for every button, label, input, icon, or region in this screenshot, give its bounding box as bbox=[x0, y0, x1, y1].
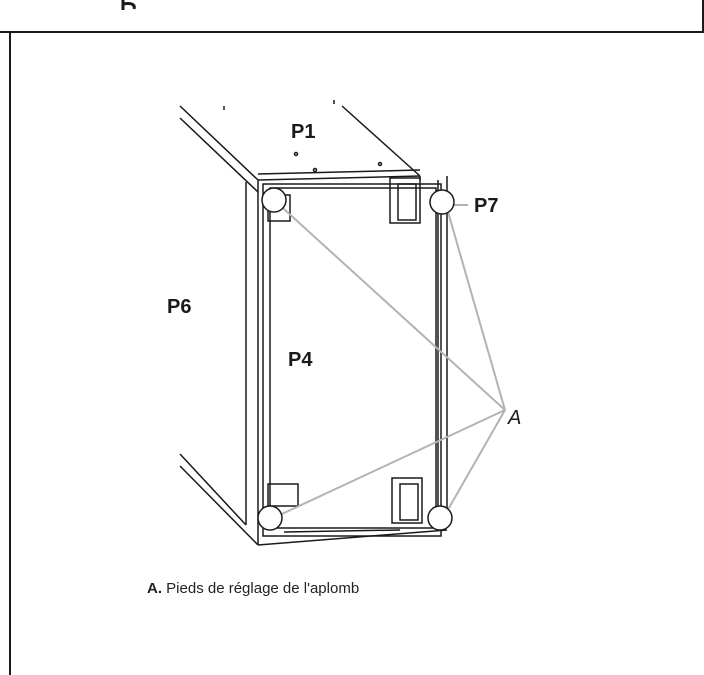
label-p6: P6 bbox=[167, 296, 191, 318]
leveling-foot-front-top bbox=[261, 187, 287, 213]
cabinet-outline bbox=[179, 100, 448, 546]
caption-key: A. bbox=[147, 580, 162, 597]
label-p1: P1 bbox=[291, 121, 315, 143]
leveling-foot-back-top bbox=[429, 189, 455, 215]
label-p4: P4 bbox=[288, 349, 313, 371]
header-glyph-fragment bbox=[121, 0, 136, 10]
foot-leader-lines bbox=[268, 199, 506, 521]
leveling-foot-back-bottom bbox=[427, 505, 453, 531]
caption-text: Pieds de réglage de l'aplomb bbox=[166, 580, 360, 597]
leveling-feet bbox=[257, 187, 455, 531]
label-a: A bbox=[507, 407, 521, 429]
leveling-foot-front-bottom bbox=[257, 505, 283, 531]
label-p7: P7 bbox=[474, 195, 498, 217]
figure-caption: A. Pieds de réglage de l'aplomb bbox=[147, 580, 359, 597]
